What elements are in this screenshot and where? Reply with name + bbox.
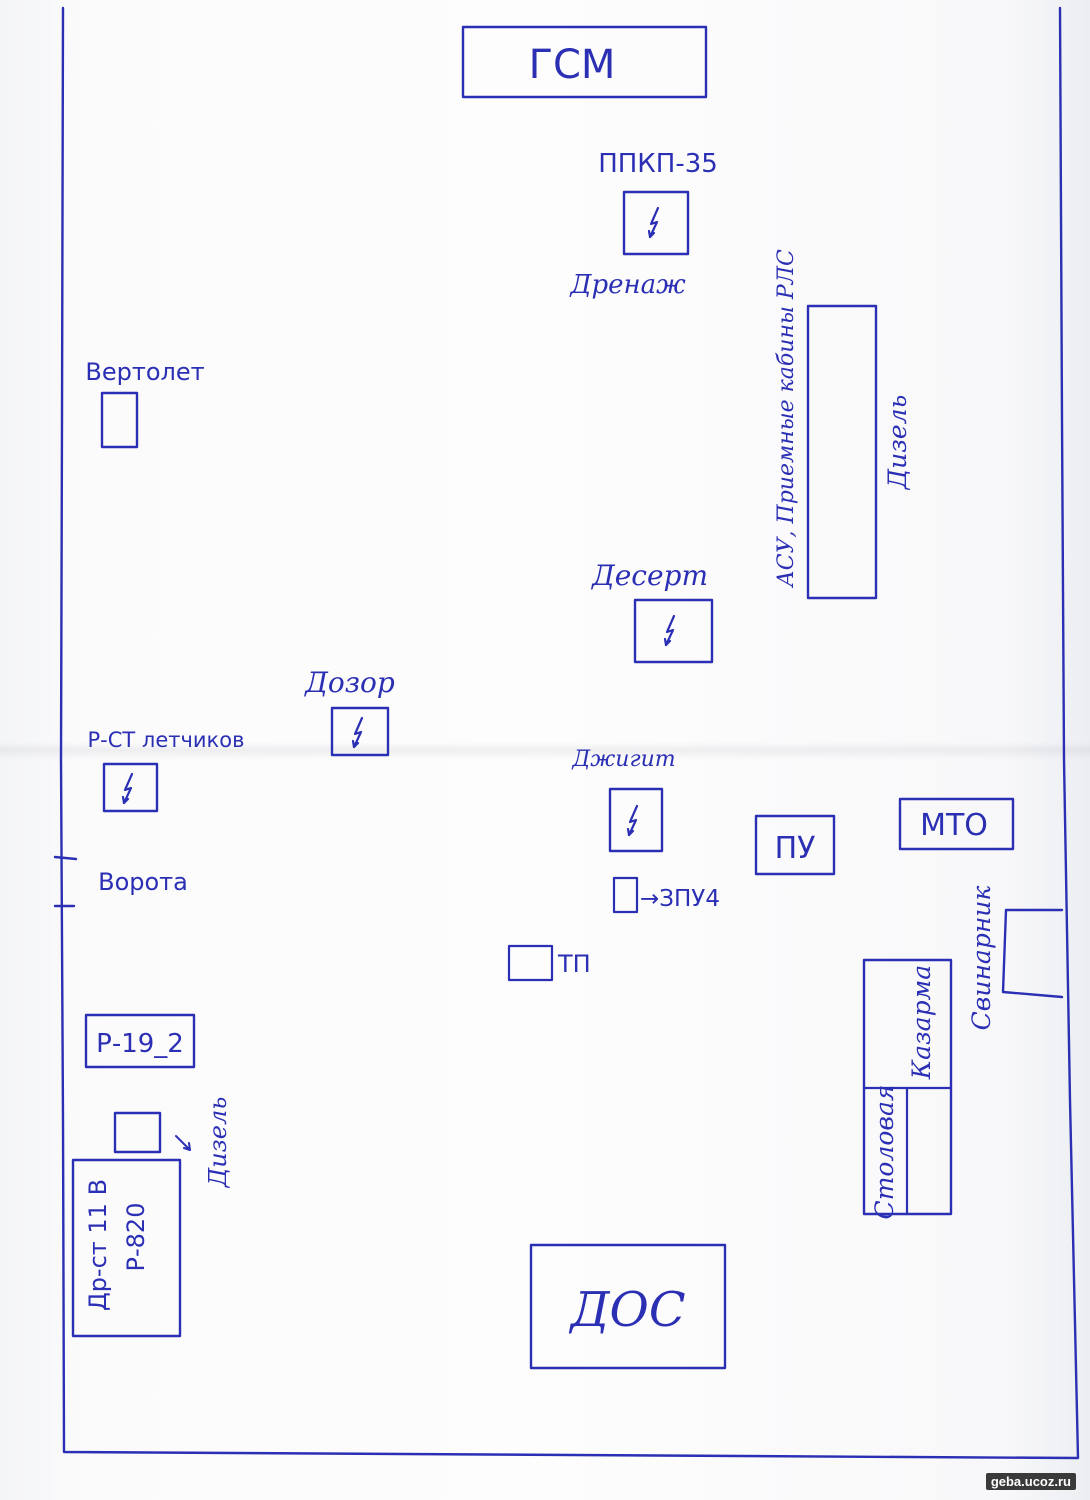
zpu4-label: →ЗПУ4: [640, 886, 720, 912]
dizel-right-label: Дизель: [883, 395, 912, 490]
kazarma-label: Казарма: [907, 965, 936, 1080]
pu-building: ПУ: [754, 814, 836, 876]
mto-building: МТО: [898, 797, 1015, 851]
tp-label: ТП: [557, 950, 591, 978]
ppkp-station: ППКП-35 Дренаж: [569, 149, 717, 300]
site-boundary: [59, 6, 1080, 1460]
asu-label: АСУ, Приемные кабины РЛС: [774, 249, 799, 589]
drenazh-label: Дренаж: [569, 270, 686, 300]
dos-building: ДОС: [529, 1243, 727, 1370]
asu-building: АСУ, Приемные кабины РЛС Дизель: [774, 249, 912, 600]
ppkp-antenna-icon: [647, 206, 660, 239]
dizel-left-label: Дизель: [204, 1097, 232, 1189]
r820-building: Р-820 Др-ст 11 В: [71, 1158, 182, 1338]
desert-antenna-icon: [663, 614, 676, 647]
rst-letchikov-station: Р-СТ летчиков: [88, 728, 245, 813]
dzhigit-station: Джигит: [571, 747, 676, 853]
svinarnik-building: Свинарник: [967, 886, 1064, 1031]
gsm-label: ГСМ: [529, 42, 616, 88]
diesel-left: Дизель: [113, 1097, 232, 1189]
dozor-antenna-icon: [351, 716, 364, 749]
stolovaya-label: Столовая: [870, 1085, 899, 1220]
dzhigit-antenna-icon: [626, 804, 639, 837]
dos-label: ДОС: [568, 1282, 685, 1338]
desert-label: Десерт: [590, 559, 708, 592]
mto-label: МТО: [920, 808, 988, 843]
barracks-canteen: Казарма Столовая: [862, 958, 953, 1220]
rst-letchikov-label: Р-СТ летчиков: [88, 728, 245, 752]
dzhigit-label: Джигит: [571, 747, 675, 772]
r192-label: Р-19_2: [96, 1029, 184, 1059]
vertolet-label: Вертолет: [85, 358, 204, 386]
rst-antenna-icon: [121, 772, 134, 805]
ppkp-label: ППКП-35: [598, 149, 718, 179]
dozor-label: Дозор: [303, 666, 395, 699]
vorota-label: Ворота: [98, 868, 188, 896]
zpu4-post: →ЗПУ4: [612, 876, 720, 914]
r192-station: Р-19_2: [84, 1013, 196, 1069]
gate: Ворота: [53, 855, 188, 908]
r820-label: Р-820: [122, 1203, 150, 1272]
helicopter-pad: Вертолет: [85, 358, 205, 449]
dozor-station: Дозор: [303, 666, 395, 757]
paper-fold: [0, 742, 1090, 760]
desert-station: Десерт: [590, 559, 714, 664]
pu-label: ПУ: [775, 831, 816, 866]
gsm-building: ГСМ: [461, 25, 708, 99]
watermark: geba.ucoz.ru: [985, 1473, 1076, 1490]
tp-building: ТП: [507, 944, 591, 982]
drst-label: Др-ст 11 В: [84, 1179, 112, 1311]
svinarnik-label: Свинарник: [967, 886, 996, 1031]
